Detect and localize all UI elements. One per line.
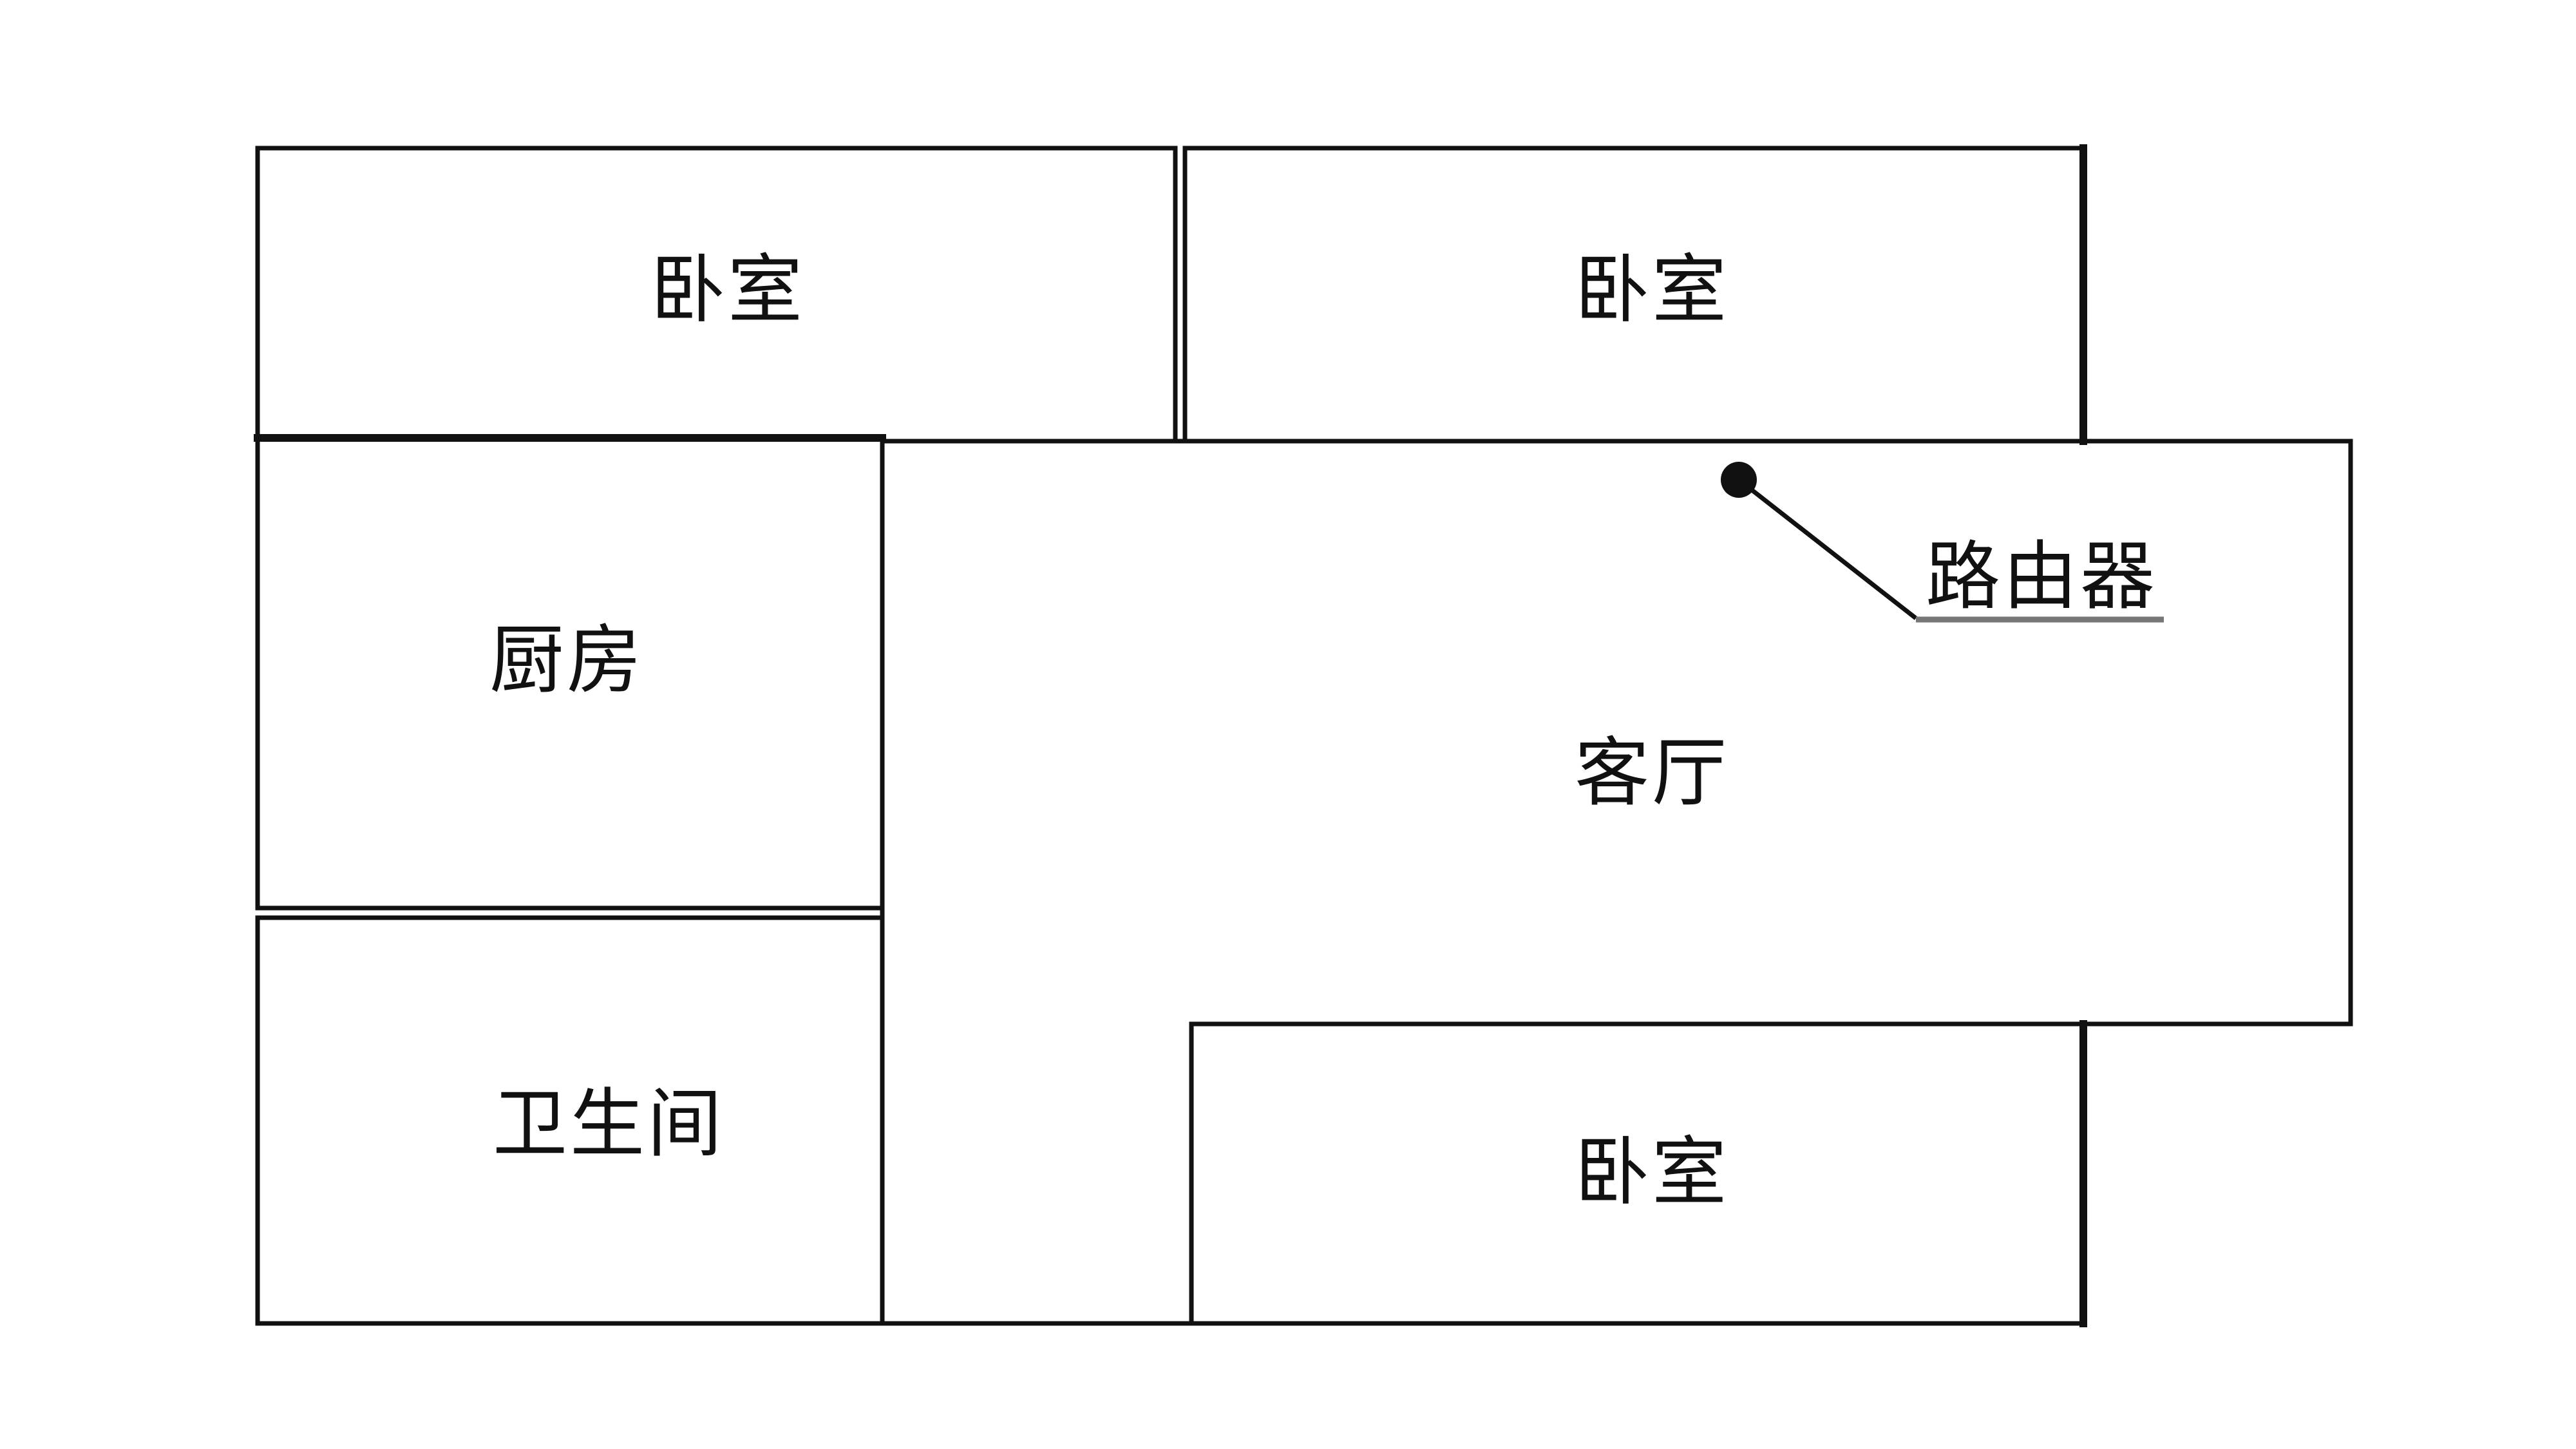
room-bedroom-top-right: 卧室: [1182, 144, 2087, 445]
room-label-living-room: 客厅: [1575, 730, 1729, 817]
wall-bedroom-top-left: [255, 146, 1178, 444]
router-leader-line: [1737, 478, 1918, 620]
room-label-kitchen: 厨房: [489, 617, 644, 704]
room-bedroom-top-left: 卧室: [255, 146, 1178, 444]
room-label-bedroom-bottom: 卧室: [1575, 1129, 1729, 1216]
room-label-bathroom: 卫生间: [493, 1081, 724, 1168]
room-label-bedroom-top-right: 卧室: [1575, 247, 1729, 334]
router-marker: 路由器: [1721, 462, 2164, 623]
room-kitchen: 厨房: [254, 434, 886, 911]
room-label-bedroom-top-left: 卧室: [650, 247, 805, 334]
room-bathroom: 卫生间: [255, 915, 885, 1326]
room-bedroom-bottom: 卧室: [1189, 1020, 2087, 1327]
router-label: 路由器: [1926, 533, 2157, 620]
